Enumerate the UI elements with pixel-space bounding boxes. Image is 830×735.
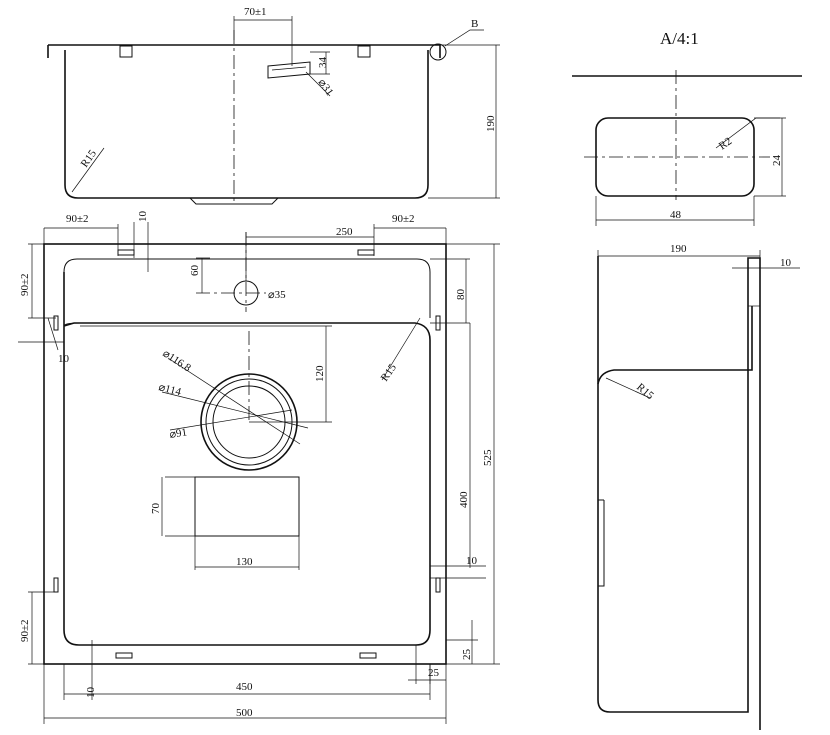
detail-title: A/4:1 — [660, 29, 699, 48]
dim-front-250: 250 — [336, 226, 353, 238]
dim-detail-24: 24 — [771, 155, 783, 167]
dim-front-o116: ⌀116.8 — [160, 347, 193, 374]
dim-front-60: 60 — [189, 265, 201, 277]
dim-front-400: 400 — [458, 491, 470, 508]
dim-side-90-top: 90±2 — [19, 273, 31, 296]
dim-front-10-top: 10 — [137, 211, 149, 223]
dim-front-25-bottom: 25 — [428, 667, 440, 679]
dim-front-80: 80 — [455, 289, 467, 301]
dim-front-o114: ⌀114 — [157, 381, 182, 398]
dim-side-r15: R15 — [634, 381, 656, 402]
dim-front-o35: ⌀35 — [268, 289, 286, 301]
dim-front-r15: R15 — [379, 361, 400, 383]
dim-side-10: 10 — [780, 257, 792, 269]
dim-front-120: 120 — [314, 365, 326, 382]
dim-top-pitch: 70±1 — [244, 6, 267, 18]
callout-b: B — [471, 18, 478, 30]
dim-side-190: 190 — [670, 243, 687, 255]
dim-top-190: 190 — [485, 115, 497, 132]
front-view — [18, 222, 500, 724]
dim-front-25-right: 25 — [461, 649, 473, 661]
dim-front-10-right: 10 — [466, 555, 478, 567]
dim-detail-r2: R2 — [717, 135, 734, 152]
dim-side-90-bottom: 90±2 — [19, 619, 31, 642]
dim-front-70: 70 — [150, 503, 162, 515]
dim-front-90-left: 90±2 — [66, 213, 89, 225]
dim-top-34: 34 — [317, 57, 329, 69]
top-view — [47, 16, 500, 205]
dim-front-525: 525 — [482, 449, 494, 466]
dim-detail-48: 48 — [670, 209, 682, 221]
dim-front-10-left: 10 — [58, 353, 70, 365]
dim-front-90-right: 90±2 — [392, 213, 415, 225]
dim-front-450: 450 — [236, 681, 253, 693]
detail-a-view — [572, 70, 802, 226]
side-view — [597, 250, 800, 730]
dim-front-500: 500 — [236, 707, 253, 719]
dim-front-130: 130 — [236, 556, 253, 568]
dim-front-o91: ⌀91 — [169, 426, 188, 441]
dim-front-10-bottom: 10 — [85, 687, 97, 699]
dim-top-r15: R15 — [79, 147, 100, 169]
dim-top-o31: ⌀31 — [316, 77, 336, 98]
